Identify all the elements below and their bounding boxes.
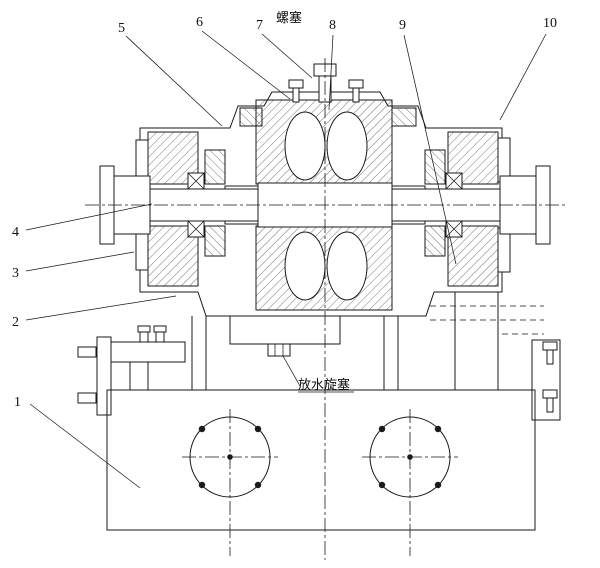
upper-volute-section <box>255 99 393 185</box>
cover-bolt-right <box>348 79 364 89</box>
leader-lines <box>25 30 547 489</box>
cover-section-left <box>239 107 263 127</box>
support-frame <box>77 292 561 421</box>
callout-1: 1 <box>14 395 21 410</box>
callout-8: 8 <box>329 18 336 33</box>
cover-section-right <box>391 107 417 127</box>
callout-2: 2 <box>12 315 19 330</box>
anchor-bolt-left-top <box>77 346 97 358</box>
callout-4: 4 <box>12 225 19 240</box>
baseplate <box>106 389 536 556</box>
callout-9: 9 <box>399 18 406 33</box>
bearing-cap-right-lower <box>497 227 511 273</box>
callout-3: 3 <box>12 266 19 281</box>
rolling-bearings <box>187 172 463 238</box>
centerlines <box>85 58 568 560</box>
bearing-cap-right-upper <box>497 137 511 183</box>
lower-volute-section <box>255 225 393 311</box>
anchor-column-right <box>531 339 561 421</box>
anchor-bolt-left-bottom <box>77 392 97 404</box>
top-screw-plug <box>288 63 364 103</box>
anchor-plate-left <box>96 336 112 416</box>
cover-bolt-left <box>288 79 304 89</box>
callout-6: 6 <box>196 15 203 30</box>
callout-10: 10 <box>543 16 557 31</box>
label-drain-plug: 放水旋塞 <box>298 377 350 393</box>
callout-labels: 5 6 7 螺塞 8 9 10 4 3 2 1 放水旋塞 <box>12 10 557 410</box>
label-top-plug: 螺塞 <box>276 10 302 26</box>
foundation-hole-left <box>182 409 278 556</box>
pump-casing <box>139 91 503 317</box>
foundation-hole-right <box>362 409 458 556</box>
drain-cock <box>267 343 291 357</box>
callout-7: 7 <box>256 18 263 33</box>
callout-5: 5 <box>118 21 125 36</box>
